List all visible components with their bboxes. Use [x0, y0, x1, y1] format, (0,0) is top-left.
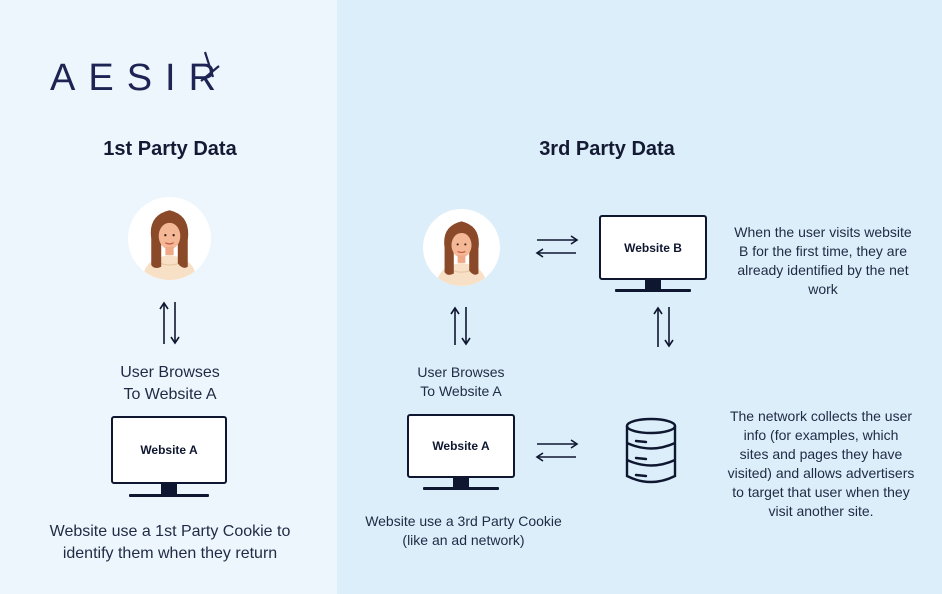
third-party-caption: Website use a 3rd Party Cookie (like an … [365, 513, 562, 548]
aesir-logo-text: AESIR [50, 57, 230, 99]
user-avatar-right [423, 209, 500, 286]
database-icon [625, 417, 677, 484]
first-party-caption: Website use a 1st Party Cookie to identi… [49, 523, 291, 562]
left-right-arrows-icon [535, 439, 579, 462]
website-b-screen: Website B [599, 215, 707, 280]
up-down-arrows-icon [653, 306, 674, 348]
third-party-title: 3rd Party Data [539, 138, 675, 160]
browse-label-right: User Browses To Website A [417, 364, 505, 399]
third-party-panel [337, 0, 942, 594]
website-b-note: When the user visits website B for the f… [734, 224, 912, 297]
website-a-monitor-left: Website A [111, 416, 227, 498]
user-avatar-icon [436, 221, 487, 286]
left-right-arrows-icon [535, 235, 579, 258]
first-party-title: 1st Party Data [103, 138, 237, 160]
website-a-screen: Website A [111, 416, 227, 484]
aesir-logo-mark-icon [200, 51, 220, 82]
up-down-arrows-icon [159, 301, 180, 345]
network-note: The network collects the user info (for … [727, 408, 915, 519]
browse-label-left: User Browses To Website A [120, 364, 220, 403]
user-avatar-icon [142, 210, 197, 280]
website-b-monitor: Website B [599, 215, 707, 293]
up-down-arrows-icon [450, 306, 471, 346]
user-avatar-left [128, 197, 211, 280]
website-a-monitor-right: Website A [407, 414, 515, 491]
website-a-screen: Website A [407, 414, 515, 478]
